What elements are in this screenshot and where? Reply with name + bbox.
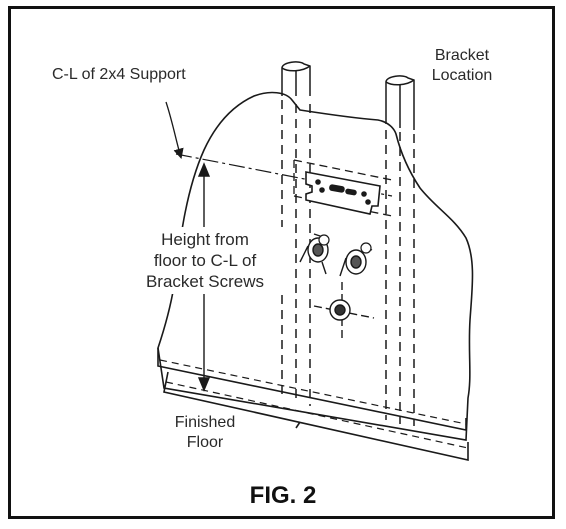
mounting-bracket (305, 171, 381, 215)
screw-cap (360, 242, 372, 254)
center-bolt (313, 282, 375, 340)
height-note-label: Height from floor to C-L of Bracket Scre… (122, 227, 288, 294)
wall-cutaway-outline (157, 91, 474, 441)
centerline-leader (165, 101, 184, 160)
plate-hidden-line (159, 359, 467, 425)
floor-leader (295, 421, 301, 429)
floor-hidden-line (165, 381, 469, 449)
figure-caption: FIG. 2 (249, 482, 317, 509)
bracket-screw-right (339, 245, 373, 277)
finished-floor-label: Finished Floor (174, 414, 236, 451)
screw-cap (318, 234, 330, 246)
right-stud (385, 75, 415, 426)
centerline-support-label: C-L of 2x4 Support (52, 66, 186, 83)
bracket-location-label: Bracket Location (431, 47, 493, 84)
